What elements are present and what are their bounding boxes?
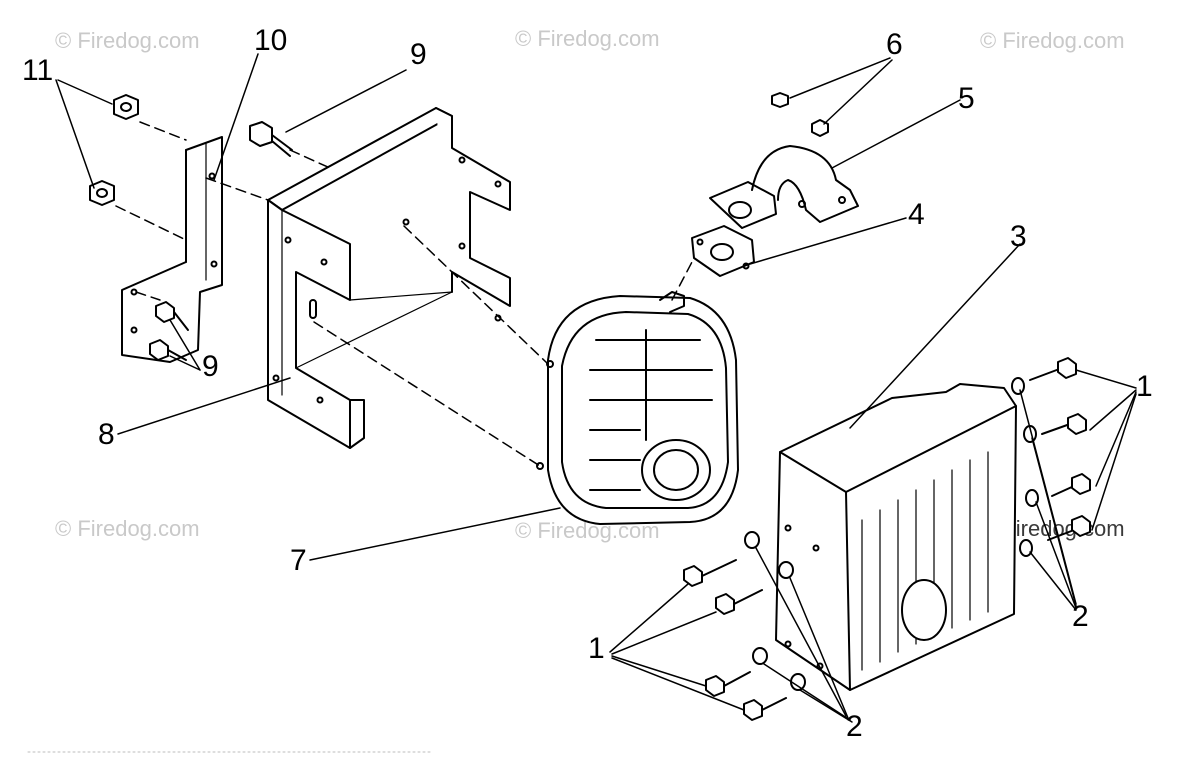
callout-2-right: 2 [1072,600,1089,633]
muffler-part-7 [536,291,739,525]
watermark: © Firedog.com [55,28,200,53]
bolt-part-9 [149,121,293,361]
callout-4: 4 [908,198,925,231]
callout-11: 11 [22,54,54,87]
callout-6: 6 [886,28,903,61]
callout-7: 7 [290,544,307,577]
callout-2-bottom: 2 [846,710,863,743]
watermark: © Firedog.com [980,28,1125,53]
callout-9-top: 9 [410,38,427,71]
callout-3: 3 [1010,220,1027,253]
callout-1-left: 1 [588,632,605,665]
bolt-part-1 [683,357,1091,721]
nut-part-11 [89,94,139,206]
callout-10: 10 [254,24,288,57]
nut-part-6 [771,92,829,137]
assembly-lines [115,121,693,467]
exhaust-pipe-part-5 [709,145,859,229]
callout-1-right: 1 [1136,370,1153,403]
side-bracket-part-10 [121,136,223,363]
washer-part-2 [744,377,1039,691]
callout-5: 5 [958,82,975,115]
callout-8: 8 [98,418,115,451]
gasket-part-4 [691,225,755,277]
leader-lines [55,53,1137,723]
main-bracket-part-8 [267,107,511,449]
watermark: © Firedog.com [55,516,200,541]
muffler-cover-part-3 [775,383,1017,691]
callout-9-bottom: 9 [202,350,219,383]
watermark: © Firedog.com [515,26,660,51]
